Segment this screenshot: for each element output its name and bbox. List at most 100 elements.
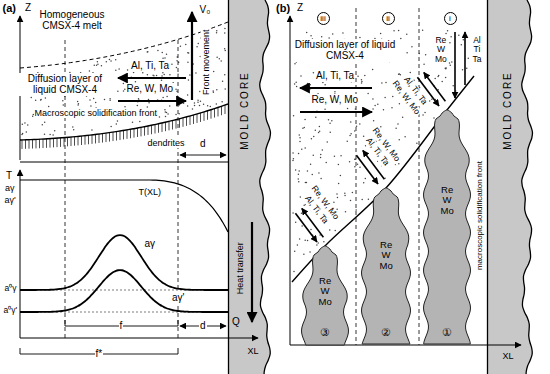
axis-label: Z	[296, 2, 304, 14]
dendrite-hatch	[190, 116, 191, 125]
heat-flow-arrow	[251, 222, 253, 322]
melt-dot	[298, 178, 300, 180]
melt-dot	[292, 152, 294, 154]
melt-dot	[437, 76, 439, 78]
front-label: Macroscopic solidification front	[34, 108, 159, 118]
melt-dot	[373, 120, 375, 122]
melt-dot	[400, 38, 402, 40]
melt-dot	[416, 142, 418, 144]
melt-dot	[220, 60, 222, 62]
mold-label: MOLD CORE	[501, 71, 512, 150]
mold-boundary	[228, 0, 229, 374]
melt-dot	[177, 74, 179, 76]
melt-dot	[324, 109, 326, 111]
flux-arrow	[300, 111, 372, 113]
melt-dot	[194, 105, 196, 107]
dendrite: Re W Mo	[422, 110, 472, 345]
melt-dot	[334, 156, 336, 158]
element-group-label: Re, W, Mo	[126, 83, 175, 95]
melt-dot	[365, 178, 367, 180]
melt-dot	[86, 95, 88, 97]
melt-dot	[104, 99, 106, 101]
dendrite-hatch	[71, 137, 72, 146]
melt-dot	[329, 123, 331, 125]
melt-dot	[381, 82, 383, 84]
melt-dot	[466, 68, 468, 70]
melt-dot	[340, 175, 342, 177]
melt-dot	[183, 102, 185, 104]
melt-dot	[445, 68, 447, 70]
melt-dot	[142, 72, 144, 74]
melt-dot	[433, 117, 435, 119]
mold-boundary	[487, 0, 488, 374]
dendrite-hatch	[22, 140, 23, 149]
dendrite-hatch	[78, 136, 79, 145]
melt-dot	[171, 63, 173, 65]
melt-dot	[406, 33, 408, 35]
melt-dot	[299, 134, 301, 136]
dendrite-hatch	[43, 139, 44, 148]
melt-dot	[295, 222, 297, 224]
dendrite-hatch	[81, 136, 82, 145]
melt-dot	[89, 70, 91, 72]
dendrite-hatch	[165, 122, 166, 131]
melt-dot	[162, 52, 164, 54]
melt-dot	[301, 213, 303, 215]
melt-dot	[295, 81, 297, 83]
melt-dot	[147, 51, 149, 53]
melt-dot	[62, 100, 64, 102]
melt-dot	[109, 59, 111, 61]
melt-dot	[402, 117, 404, 119]
melt-dot	[380, 126, 382, 128]
melt-dot	[97, 61, 99, 63]
flux-arrow	[118, 100, 186, 102]
melt-dot	[132, 122, 134, 124]
melt-dot	[118, 68, 120, 70]
melt-dot	[352, 192, 354, 194]
melt-dot	[398, 163, 400, 165]
melt-dot	[357, 75, 359, 77]
melt-dot	[292, 212, 294, 214]
melt-dot	[311, 138, 313, 140]
melt-dot	[152, 75, 154, 77]
melt-dot	[355, 108, 357, 110]
melt-dot	[164, 57, 166, 59]
melt-dot	[300, 196, 302, 198]
melt-dot	[187, 94, 189, 96]
melt-dot	[161, 75, 163, 77]
distance-label: d	[199, 138, 207, 150]
melt-dot	[35, 99, 37, 101]
melt-dot	[139, 121, 141, 123]
melt-dot	[307, 170, 309, 172]
melt-dot	[24, 122, 26, 124]
dendrite-hatch	[211, 110, 212, 119]
melt-dot	[176, 67, 178, 69]
melt-dot	[63, 104, 65, 106]
melt-dot	[115, 70, 117, 72]
melt-dot	[169, 74, 171, 76]
distance-label: d	[199, 320, 207, 332]
melt-dot	[329, 132, 331, 134]
melt-dot	[380, 33, 382, 35]
melt-dot	[203, 104, 205, 106]
melt-dot	[297, 244, 299, 246]
melt-dot	[334, 230, 336, 232]
mold-edge	[522, 0, 533, 374]
dendrite-hatch	[183, 118, 184, 127]
melt-dot	[318, 132, 320, 134]
dendrite-hatch	[137, 128, 138, 137]
melt-dot	[52, 134, 54, 136]
melt-dot	[91, 129, 93, 131]
melt-dot	[349, 135, 351, 137]
dendrite-hatch	[113, 132, 114, 141]
melt-dot	[303, 205, 305, 207]
melt-dot	[216, 103, 218, 105]
dendrite-hatch	[109, 133, 110, 142]
curve-label: aγ'	[171, 292, 185, 304]
melt-dot	[338, 183, 340, 185]
melt-dot	[391, 107, 393, 109]
solidification-front	[20, 104, 228, 140]
flux-arrow	[356, 155, 378, 184]
melt-dot	[329, 229, 331, 231]
melt-dot	[321, 36, 323, 38]
